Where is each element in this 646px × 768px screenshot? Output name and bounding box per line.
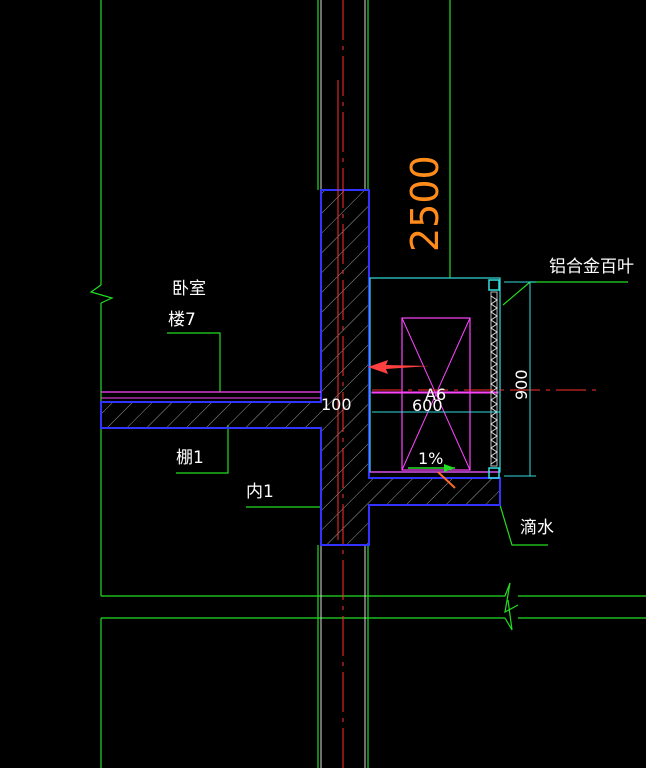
dim-900: 900 [512, 369, 531, 400]
dim-100: 100 [321, 395, 352, 414]
axis-lines [337, 0, 600, 768]
interior-code-label: 内1 [246, 482, 274, 502]
concrete-wall [100, 189, 501, 546]
dim-slope: 1% [418, 449, 443, 468]
floor-code-label: 楼7 [168, 310, 196, 330]
window-opening [369, 277, 501, 473]
dimension-lines [372, 281, 536, 477]
pointer-arrow [368, 360, 430, 374]
green-outline [89, 0, 646, 768]
slope-arrow [408, 464, 456, 489]
louver-blades [488, 279, 500, 479]
bedroom-label: 卧室 [172, 279, 206, 299]
dim-2500: 2500 [403, 155, 447, 252]
grid-tag: A6 [425, 385, 446, 404]
drip-label: 滴水 [520, 518, 554, 538]
ceiling-code-label: 棚1 [176, 448, 204, 468]
dim-600: 600 [412, 396, 443, 415]
louver-label: 铝合金百叶 [549, 257, 634, 277]
